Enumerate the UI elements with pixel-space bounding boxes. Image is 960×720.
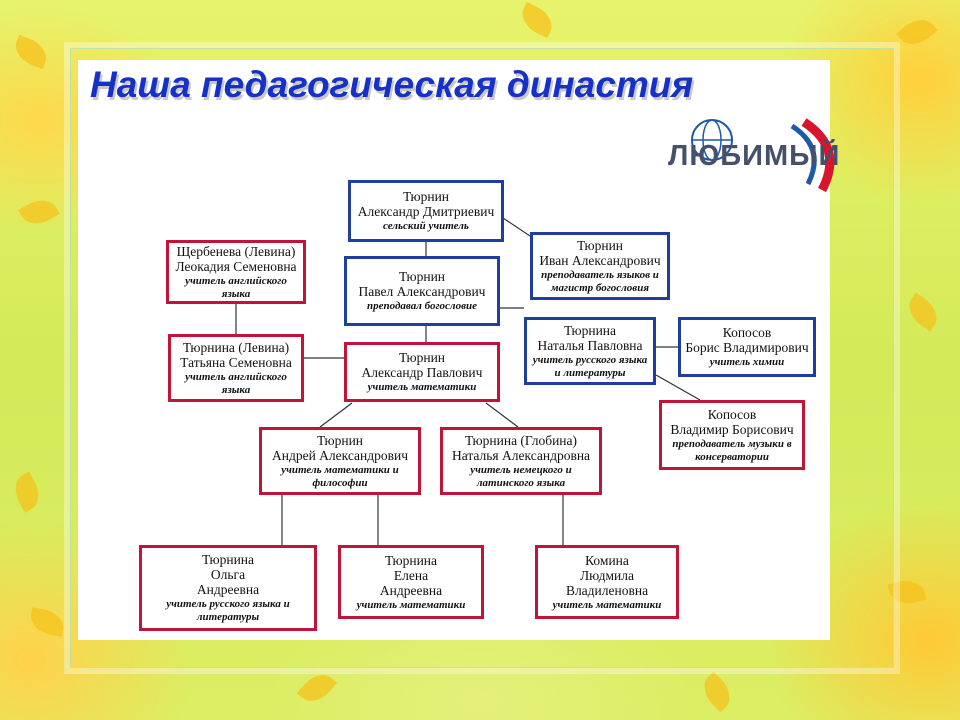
person-name-line: Александр Павлович: [361, 365, 483, 380]
person-name-line: Наталья Павловна: [537, 337, 643, 353]
person-role: учитель немецкого и латинского языка: [470, 463, 572, 489]
person-name-line: Елена: [393, 567, 429, 583]
person-role: учитель математики и философии: [281, 463, 399, 489]
person-role: учитель английского языка: [185, 274, 287, 300]
person-name-line: Павел Александрович: [358, 284, 486, 299]
person-name-line: Тюрнин: [398, 350, 446, 365]
person-role: учитель математики: [356, 598, 466, 611]
person-role: сельский учитель: [383, 220, 469, 232]
person-name-line: Андреевна: [379, 582, 443, 598]
person-name-line: Иван Александрович: [539, 252, 661, 268]
person-name-line: Леокадия Семеновна: [175, 258, 297, 274]
person-name-line: Борис Владимирович: [685, 340, 809, 355]
person-name-line: Тюрнин: [398, 269, 446, 284]
person-name-line: Татьяна Семеновна: [180, 354, 292, 370]
person-name-line: Наталья Александровна: [451, 447, 591, 463]
person-name-line: Андрей Александрович: [271, 447, 408, 463]
connector-line: [655, 374, 701, 401]
person-name-line: Владимир Борисович: [670, 421, 794, 437]
logo-graphic: [691, 118, 835, 193]
person-role: преподаватель музыки в консерватории: [672, 437, 792, 463]
logo-text: ЛЮБИМЫЙ: [668, 140, 841, 172]
person-name-line: Тюрнина: [384, 552, 438, 568]
connector-line: [319, 402, 353, 428]
person-name-line: Комина: [585, 552, 629, 568]
person-role: учитель русского языка и литературы: [532, 353, 648, 379]
person-name-line: Андреевна: [196, 582, 260, 597]
person-role: учитель английского языка: [185, 370, 287, 396]
person-name-line: Тюрнина (Левина): [182, 339, 290, 355]
person-name-line: Копосов: [722, 325, 772, 340]
person-name-line: Александр Дмитриевич: [357, 204, 495, 219]
person-name-line: Щербенева (Левина): [176, 243, 296, 259]
person-role: преподаватель языков и магистр богослови…: [541, 268, 659, 294]
person-name-line: Тюрнина: [563, 322, 617, 338]
person-name-line: Копосов: [707, 406, 757, 422]
person-name-line: Тюрнина (Глобина): [464, 432, 578, 448]
person-role: учитель математики: [552, 598, 662, 611]
person-name-line: Ольга: [210, 567, 246, 582]
person-name-line: Людмила: [580, 567, 634, 583]
person-role: преподавал богословие: [366, 300, 477, 312]
person-name-line: Тюрнина: [201, 552, 255, 567]
connector-line: [502, 217, 531, 237]
page-title: Наша педагогическая династия: [90, 64, 694, 105]
person-name-line: Владиленовна: [565, 582, 649, 598]
slide-frame: [70, 48, 894, 668]
person-role: учитель математики: [367, 381, 477, 393]
person-name-line: Тюрнин: [576, 237, 624, 253]
connector-line: [485, 402, 519, 428]
person-role: учитель химии: [709, 356, 785, 368]
person-name-line: Тюрнин: [316, 432, 364, 448]
person-name-line: Тюрнин: [402, 189, 450, 204]
person-role: учитель русского языка и литературы: [166, 598, 290, 623]
